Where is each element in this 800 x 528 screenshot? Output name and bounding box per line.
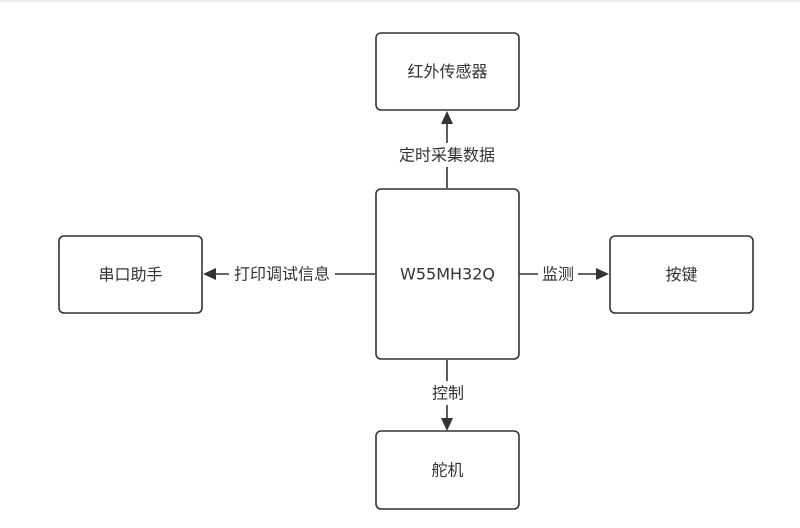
node-label-button: 按键 (665, 265, 697, 284)
edge-label-bg-top (394, 143, 500, 167)
node-label-mcu: W55MH32Q (400, 265, 495, 284)
node-label-serial-assistant: 串口助手 (98, 265, 162, 284)
edge-label-to-left: 打印调试信息 (234, 265, 330, 284)
node-box-serial-assistant (58, 235, 203, 314)
node-center: W55MH32Q (375, 188, 520, 360)
arrowhead-right-icon (596, 268, 609, 280)
arrowhead-left-icon (203, 268, 216, 280)
node-label-infrared-sensor: 红外传感器 (407, 62, 487, 81)
node-left: 串口助手 (58, 235, 203, 314)
node-label-servo: 舵机 (431, 461, 463, 480)
edge-label-bg-bottom (428, 381, 468, 405)
top-border-strip (0, 0, 800, 2)
node-box-infrared-sensor (375, 32, 520, 111)
edge-label-bg-left (229, 262, 335, 286)
edge-label-to-bottom: 控制 (432, 384, 464, 403)
edge-label-to-top: 定时采集数据 (399, 146, 495, 165)
node-box-button (609, 235, 754, 314)
node-box-servo (375, 430, 520, 510)
edge-label-to-right: 监测 (542, 265, 574, 284)
node-right: 按键 (609, 235, 754, 314)
node-box-mcu (375, 188, 520, 360)
arrowhead-down-icon (441, 418, 453, 431)
edge-label-bg-right (538, 262, 578, 286)
arrowhead-up-icon (441, 111, 453, 124)
node-top: 红外传感器 (375, 32, 520, 111)
node-bottom: 舵机 (375, 430, 520, 510)
edge-labels: 定时采集数据 打印调试信息 监测 控制 (229, 143, 578, 405)
